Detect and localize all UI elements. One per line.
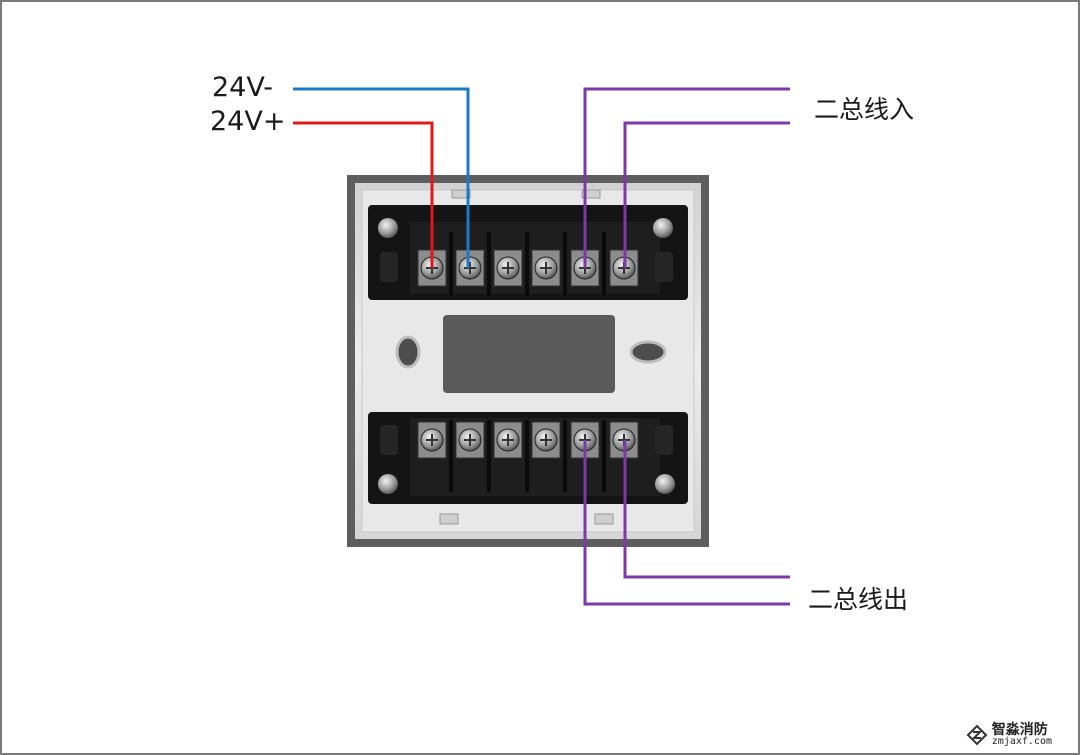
- wire-bus-in-1: [583, 87, 790, 268]
- wire-24v-negative: [293, 87, 470, 268]
- label-bus-out: 二总线出: [808, 585, 909, 614]
- bottom-terminal-screws: [417, 420, 639, 492]
- terminal-screw-top-2: [455, 249, 485, 287]
- label-bus-in: 二总线入: [814, 95, 915, 124]
- wire-24v-positive: [293, 121, 434, 268]
- terminal-screw-top-4: [531, 249, 561, 287]
- terminal-separator: [563, 232, 567, 296]
- mount-slot-right: [629, 340, 667, 364]
- terminal-separator: [525, 420, 529, 492]
- watermark: 智淼消防 zmjaxf.com: [966, 723, 1052, 747]
- terminal-separator: [563, 420, 567, 492]
- terminal-separator: [602, 420, 606, 492]
- terminal-screw-bottom-4: [531, 421, 561, 459]
- terminal-separator: [487, 232, 491, 296]
- terminal-separator: [487, 420, 491, 492]
- mount-slot-left: [395, 335, 421, 369]
- terminal-separator: [602, 232, 606, 296]
- label-24v-negative: 24V-: [212, 72, 273, 103]
- terminal-screw-bottom-3: [493, 421, 523, 459]
- wire-bus-out-2: [623, 440, 790, 579]
- terminal-screw-top-3: [493, 249, 523, 287]
- watermark-name: 智淼消防: [991, 722, 1048, 738]
- terminal-separator: [449, 232, 453, 296]
- label-24v-positive: 24V+: [210, 106, 286, 137]
- terminal-separator: [525, 232, 529, 296]
- terminal-screw-bottom-2: [455, 421, 485, 459]
- watermark-logo-icon: [966, 724, 988, 746]
- display-window: [443, 315, 615, 393]
- top-terminal-screws: [417, 232, 639, 296]
- terminal-separator: [449, 420, 453, 492]
- terminal-screw-bottom-1: [417, 421, 447, 459]
- wire-bus-in-2: [623, 121, 790, 268]
- wire-bus-out-1: [583, 440, 790, 606]
- watermark-url: zmjaxf.com: [991, 736, 1052, 747]
